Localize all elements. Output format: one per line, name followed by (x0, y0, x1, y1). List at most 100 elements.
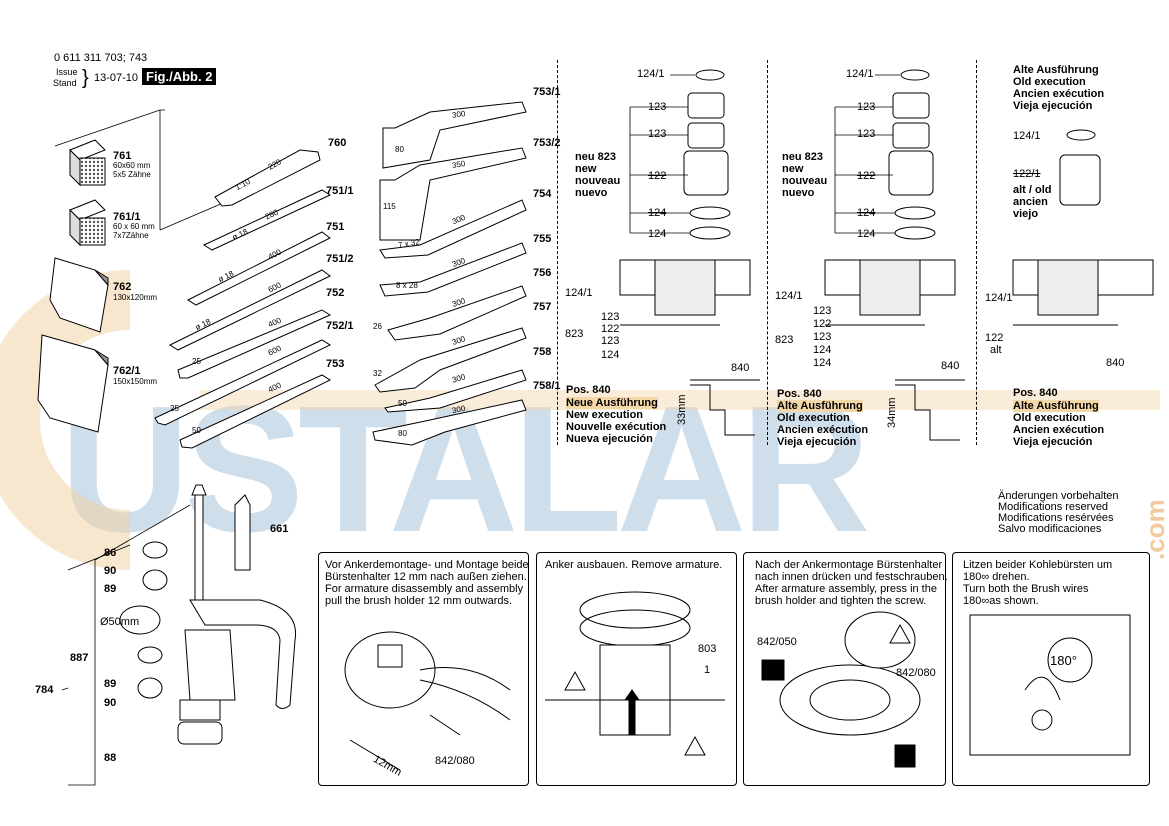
panel-3-label-b: 842/080 (896, 667, 936, 679)
c1-nuevo: nuevo (575, 187, 608, 199)
c2-123a: 123 (857, 101, 876, 113)
part-762-num: 762 (113, 281, 132, 293)
separator-2 (767, 60, 768, 445)
c3-title2: Old execution (1013, 76, 1086, 88)
part-761-1-size: 60 x 60 mm (113, 222, 155, 231)
panel-4 (952, 552, 1150, 786)
figure-label: Fig./Abb. 2 (142, 68, 217, 85)
panel-3-label-a: 842/050 (757, 636, 797, 648)
chisel-754-num: 754 (533, 188, 552, 200)
c3-s840: 840 (1106, 357, 1125, 369)
chisel-751-2-num: 751/2 (326, 253, 354, 265)
chisel-755-num: 755 (533, 233, 552, 245)
c2-lang2: Old execution (777, 412, 850, 424)
handle-90a: 90 (104, 565, 117, 577)
chisel-752-1-sub: 25 (170, 404, 179, 413)
c2-s823: 823 (775, 334, 794, 346)
c1-122: 122 (648, 170, 667, 182)
note-2: Modifications reserved (998, 501, 1109, 513)
c2-s124b: 124 (813, 357, 832, 369)
c3-lang3: Ancien exécution (1013, 424, 1105, 436)
col2-drawing (824, 69, 965, 441)
c2-s124-1: 124/1 (775, 290, 803, 302)
chisel-755-sub: 8 x 28 (396, 281, 418, 290)
chisel-758-sub: 50 (398, 399, 407, 408)
panel-4-label-a: 180° (1050, 653, 1077, 668)
c3-122-1: 122/1 (1013, 168, 1041, 180)
part-761-1-teeth: 7x7Zähne (113, 231, 149, 240)
handle-887: 887 (70, 652, 89, 664)
chisel-757-sub: 32 (373, 369, 382, 378)
c2-nouveau: nouveau (782, 175, 828, 187)
c1-s123b: 123 (601, 335, 620, 347)
panel-3 (743, 552, 946, 786)
chisel-760-num: 760 (328, 137, 347, 149)
c3-lang1: Alte Ausführung (1013, 400, 1099, 412)
c3-title4: Vieja ejecución (1013, 100, 1093, 112)
c2-lang1: Alte Ausführung (777, 400, 863, 412)
c3-lang2: Old execution (1013, 412, 1086, 424)
c1-s124: 124 (601, 349, 620, 361)
chisel-752-num: 752 (326, 287, 345, 299)
c1-123a: 123 (648, 101, 667, 113)
c2-124a: 124 (857, 207, 876, 219)
c1-pos: Pos. 840 (566, 384, 611, 396)
c3-s124-1: 124/1 (985, 292, 1013, 304)
panel-1-line-3: For armature disassembly and assembly (325, 583, 524, 595)
chisel-753-sub: 50 (192, 426, 201, 435)
c1-new: new (575, 163, 597, 175)
separator-3 (976, 60, 977, 445)
left-parts-drawing (37, 101, 527, 786)
c2-neu823: neu 823 (782, 151, 823, 163)
c1-123b: 123 (648, 128, 667, 140)
note-4: Salvo modificaciones (998, 523, 1102, 535)
c3-s122: 122 (985, 332, 1004, 344)
c2-124-1: 124/1 (846, 68, 874, 80)
c2-lang3: Ancien exécution (777, 424, 869, 436)
panel-3-line-4: brush holder and tighten the screw. (755, 595, 927, 607)
c1-s823: 823 (565, 328, 584, 340)
c2-pos: Pos. 840 (777, 388, 822, 400)
panel-2-label-a: 803 (698, 643, 717, 655)
chisel-756-sub: 26 (373, 322, 382, 331)
chisel-752-sub: 25 (192, 357, 201, 366)
part-762-size: 130x120mm (113, 293, 158, 302)
c3-ancien: ancien (1013, 196, 1048, 208)
c2-s124a: 124 (813, 344, 832, 356)
panel-3-line-2: nach innen drücken und festschrauben. (755, 571, 948, 583)
part-761-num: 761 (113, 150, 132, 162)
c3-salt: alt (990, 344, 1002, 356)
handle-88: 88 (104, 752, 117, 764)
panel-2-line-1: Anker ausbauen. Remove armature. (545, 559, 723, 571)
c1-s122: 122 (601, 323, 620, 335)
chisel-758-1-num: 758/1 (533, 380, 561, 392)
c1-lang1: Neue Ausführung (566, 397, 658, 409)
handle-89b: 89 (104, 678, 117, 690)
c2-new: new (782, 163, 804, 175)
panel-2 (536, 552, 737, 786)
chisel-751-1-num: 751/1 (326, 185, 354, 197)
handle-784: 784 (35, 684, 54, 696)
panel-3-line-3: After armature assembly, press in the (755, 583, 937, 595)
panel-4-line-4: 180∞as shown. (963, 595, 1039, 607)
c1-nouveau: nouveau (575, 175, 621, 187)
c1-lang4: Nueva ejecución (566, 433, 653, 445)
c1-s123a: 123 (601, 311, 620, 323)
c1-s124-1: 124/1 (565, 287, 593, 299)
panel-1 (318, 552, 529, 786)
c1-124a: 124 (648, 207, 667, 219)
chisel-758-1-sub: 80 (398, 429, 407, 438)
chisel-753-2-sub: 115 (383, 202, 396, 211)
c3-viejo: viejo (1013, 208, 1039, 220)
c3-title3: Ancien exécution (1013, 88, 1105, 100)
col1-drawing (619, 69, 760, 436)
c2-s122: 122 (813, 318, 832, 330)
panel-1-line-2: Bürstenhalter 12 mm nach außen ziehen. (325, 571, 527, 583)
c1-124b: 124 (648, 228, 667, 240)
c2-123b: 123 (857, 128, 876, 140)
issue-date: 13-07-10 (94, 72, 139, 84)
chisel-758-num: 758 (533, 346, 552, 358)
c3-altold: alt / old (1013, 184, 1052, 196)
chisel-753-num: 753 (326, 358, 345, 370)
